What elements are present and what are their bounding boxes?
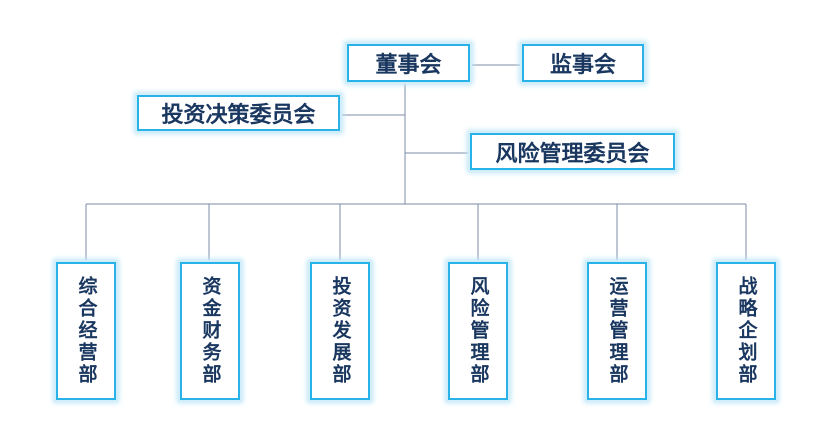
- supervisors-box: 监事会: [522, 44, 644, 82]
- department-box-6: 战略企划部: [716, 262, 776, 400]
- department-box-1: 综合经营部: [56, 262, 116, 400]
- investment-committee-box: 投资决策委员会: [137, 95, 340, 131]
- board-box: 董事会: [347, 44, 470, 82]
- department-box-2: 资金财务部: [180, 262, 240, 400]
- department-box-5: 运营管理部: [587, 262, 647, 400]
- department-box-4: 风险管理部: [448, 262, 508, 400]
- risk-committee-box: 风险管理委员会: [470, 133, 675, 170]
- department-box-3: 投资发展部: [310, 262, 370, 400]
